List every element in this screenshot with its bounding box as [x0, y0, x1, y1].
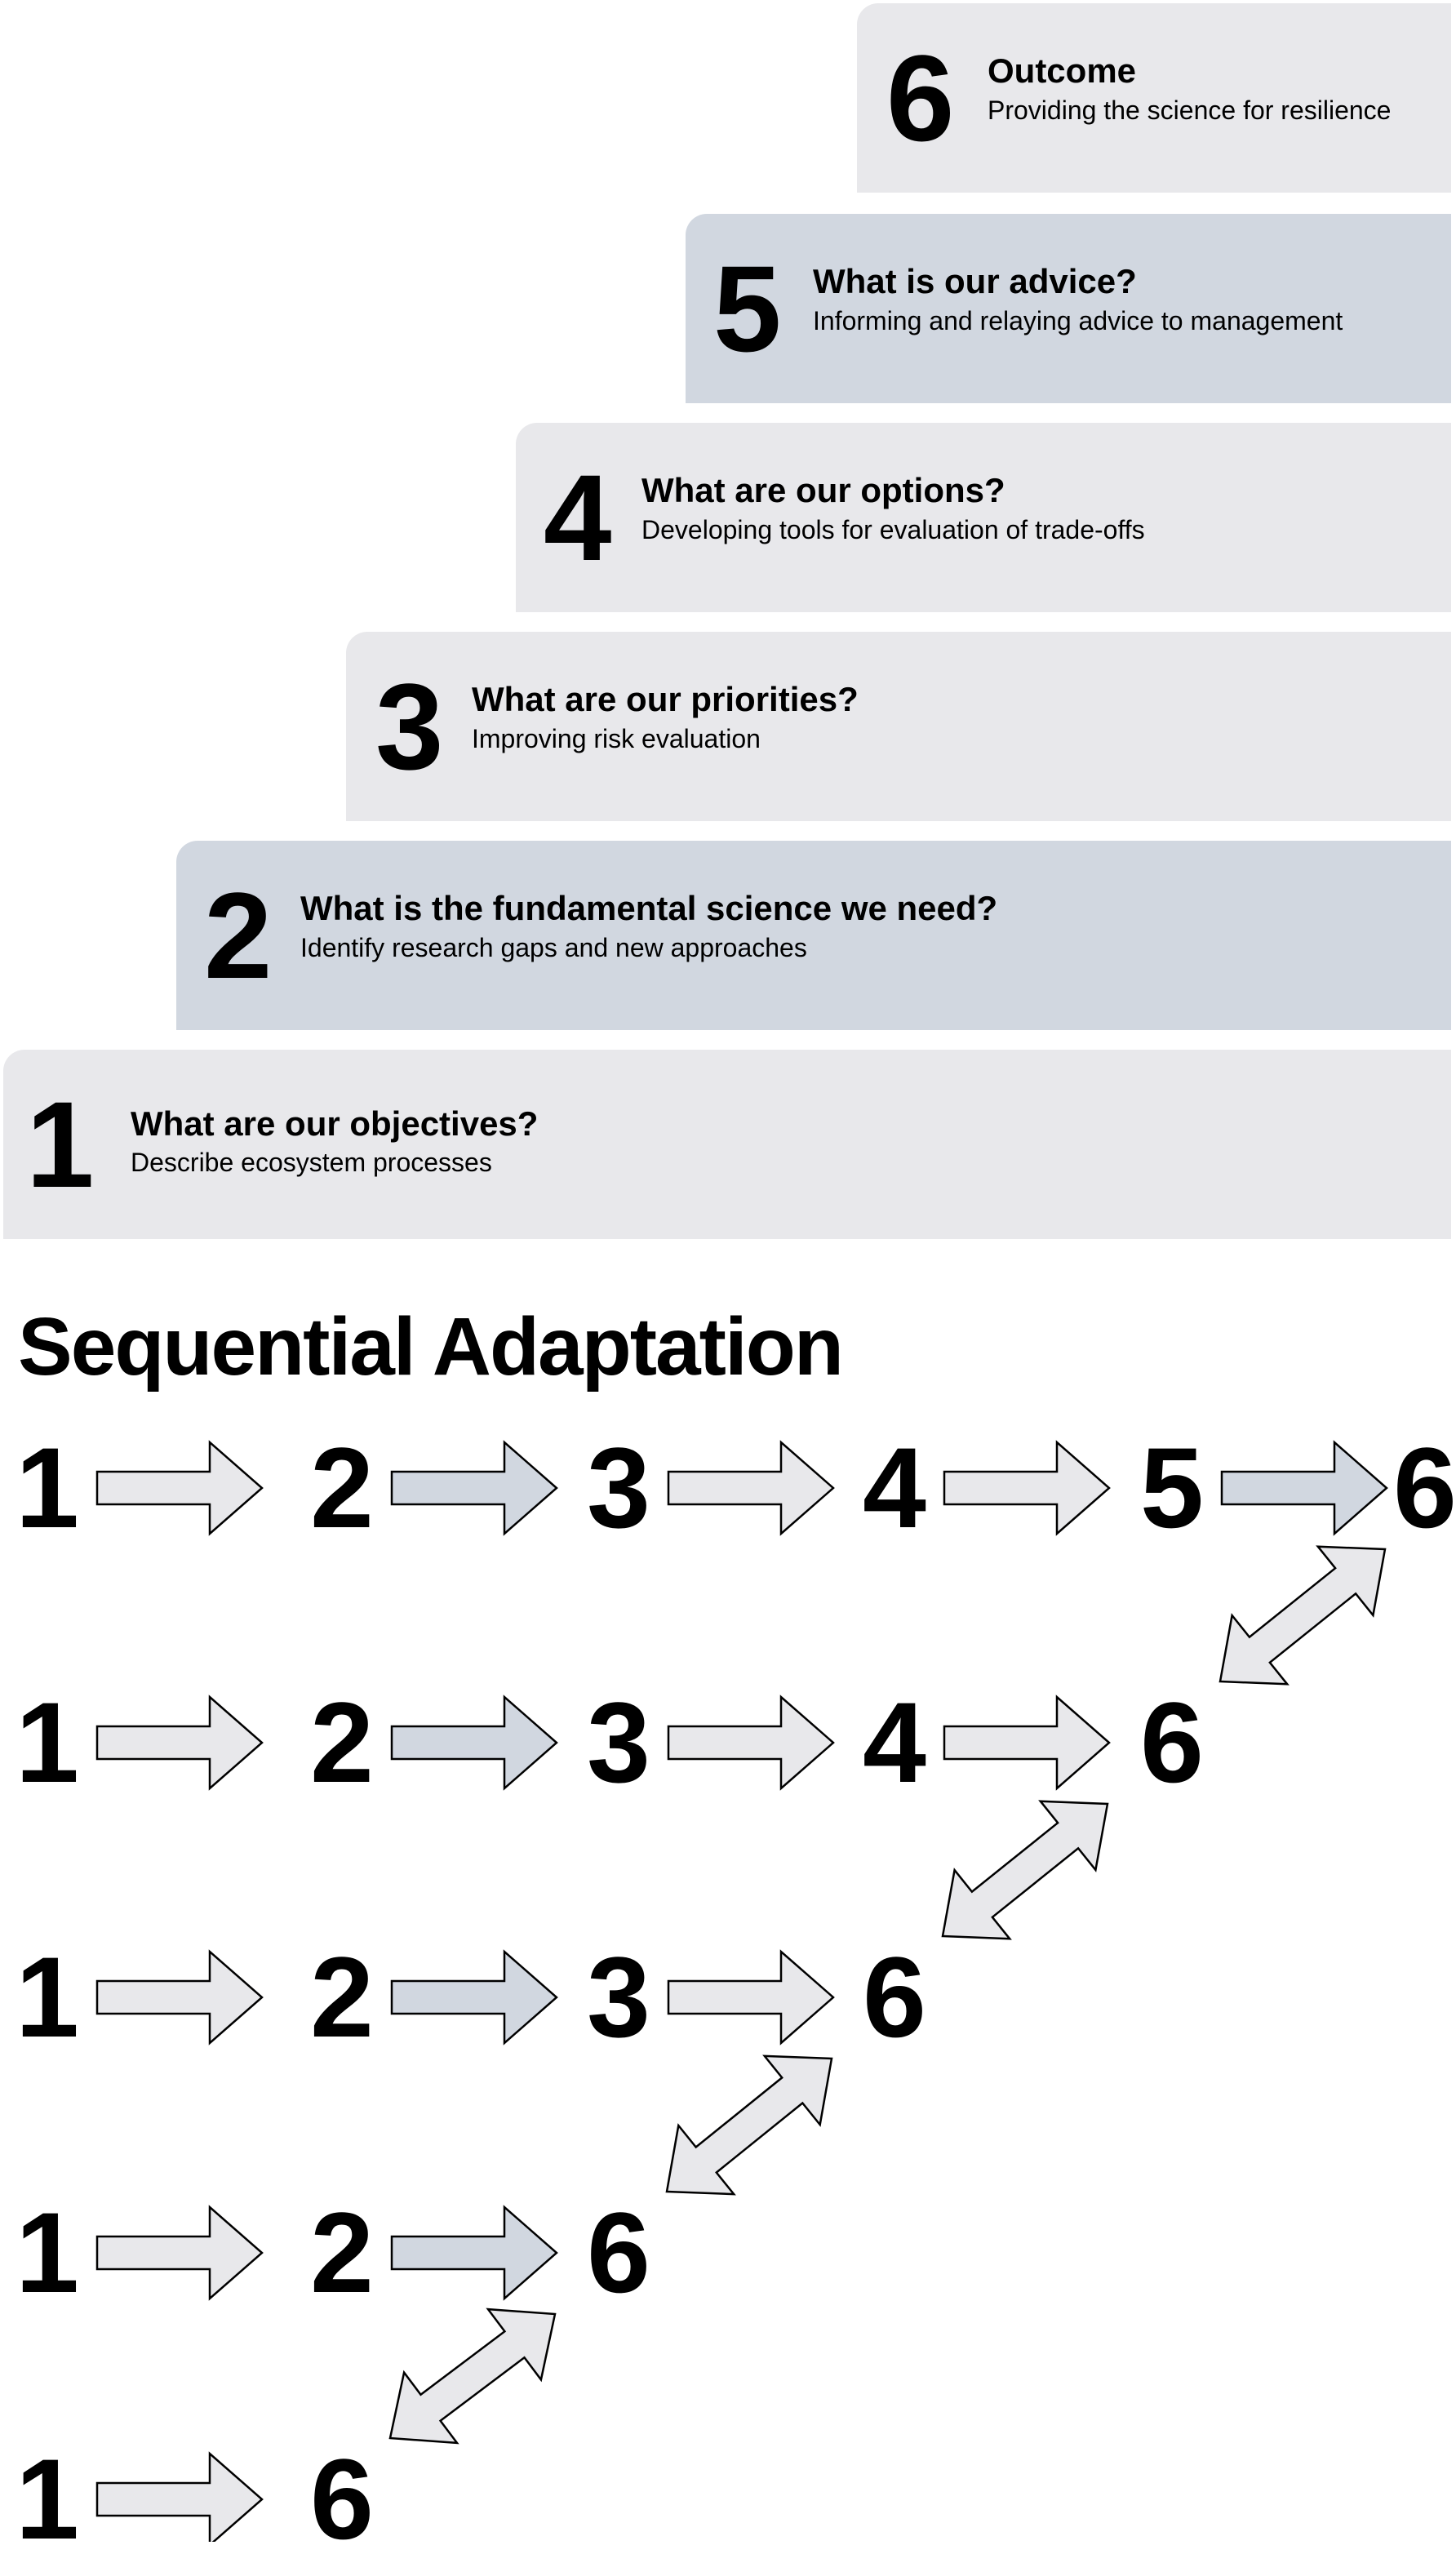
right-arrow-icon [95, 1440, 264, 1536]
step-1-description: Describe ecosystem processes [131, 1148, 492, 1177]
sequence-step-number: 6 [587, 2188, 650, 2316]
sequence-step-number: 1 [16, 2188, 79, 2316]
right-arrow-icon [95, 2451, 264, 2542]
right-arrow-icon [667, 1949, 835, 2046]
step-2-question: What is the fundamental science we need? [300, 889, 998, 927]
sequence-step-number: 2 [310, 1678, 374, 1806]
sequence-step-number: 2 [310, 2188, 374, 2316]
right-arrow-icon [95, 1695, 264, 1791]
sequence-step-number: 1 [16, 1933, 79, 2061]
step-2-description: Identify research gaps and new approache… [300, 933, 807, 962]
sequence-step-number: 1 [16, 1678, 79, 1806]
right-arrow-icon [95, 2205, 264, 2301]
sequence-step-number: 6 [863, 1933, 926, 2061]
step-5-description: Informing and relaying advice to managem… [813, 306, 1343, 335]
step-3-question: What are our priorities? [472, 680, 859, 718]
step-4-number: 4 [544, 449, 611, 586]
right-arrow-icon [390, 1440, 558, 1536]
step-1-question: What are our objectives? [131, 1104, 539, 1143]
right-arrow-icon [1220, 1440, 1388, 1536]
sequence-step-number: 1 [16, 2435, 79, 2563]
right-arrow-icon [667, 1695, 835, 1791]
double-headed-arrow-icon [388, 2308, 557, 2445]
right-arrow-icon [95, 1949, 264, 2046]
step-4-description: Developing tools for evaluation of trade… [641, 515, 1145, 544]
double-headed-arrow-icon [665, 2054, 833, 2196]
sequence-step-number: 5 [1140, 1424, 1204, 1552]
step-4-panel: 4 What are our options? Developing tools… [516, 423, 1451, 612]
step-3-number: 3 [375, 658, 443, 795]
sequence-step-number: 3 [587, 1424, 650, 1552]
right-arrow-icon [943, 1695, 1111, 1791]
step-6-question: Outcome [988, 51, 1137, 90]
step-5-panel: 5 What is our advice? Informing and rela… [686, 214, 1451, 403]
sequence-step-number: 6 [1393, 1424, 1456, 1552]
sequence-step-number: 4 [863, 1678, 926, 1806]
sequence-step-number: 2 [310, 1933, 374, 2061]
step-6-panel: 6 Outcome Providing the science for resi… [857, 3, 1451, 193]
step-1-panel: 1 What are our objectives? Describe ecos… [3, 1050, 1451, 1239]
right-arrow-icon [943, 1440, 1111, 1536]
step-1-number: 1 [26, 1076, 94, 1213]
sequence-step-number: 2 [310, 1424, 374, 1552]
step-6-description: Providing the science for resilience [988, 96, 1392, 125]
step-6-number: 6 [886, 29, 954, 167]
step-5-number: 5 [713, 240, 781, 377]
right-arrow-icon [390, 1695, 558, 1791]
sequence-step-number: 3 [587, 1933, 650, 2061]
step-3-panel: 3 What are our priorities? Improving ris… [346, 632, 1451, 821]
double-headed-arrow-icon [941, 1800, 1109, 1940]
right-arrow-icon [390, 1949, 558, 2046]
sequence-step-number: 1 [16, 1424, 79, 1552]
step-5-question: What is our advice? [813, 262, 1137, 300]
step-3-description: Improving risk evaluation [472, 724, 761, 753]
double-headed-arrow-icon [1219, 1545, 1387, 1686]
sequential-title: Sequential Adaptation [18, 1301, 844, 1393]
sequence-step-number: 6 [1140, 1678, 1204, 1806]
right-arrow-icon [390, 2205, 558, 2301]
step-2-panel: 2 What is the fundamental science we nee… [176, 841, 1451, 1030]
step-2-number: 2 [204, 867, 272, 1004]
step-4-question: What are our options? [641, 471, 1005, 509]
sequence-step-number: 3 [587, 1678, 650, 1806]
right-arrow-icon [667, 1440, 835, 1536]
sequence-step-number: 4 [863, 1424, 926, 1552]
sequence-step-number: 6 [310, 2435, 374, 2563]
